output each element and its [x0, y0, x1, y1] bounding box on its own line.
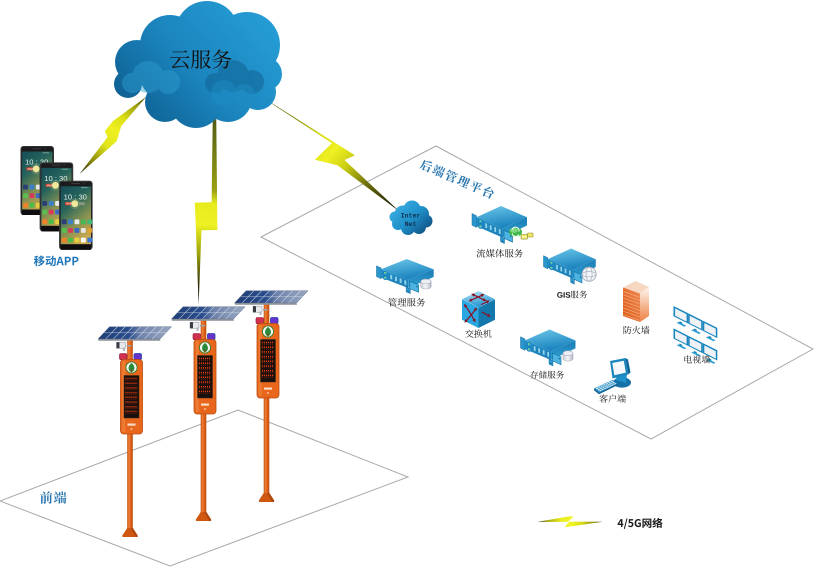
svg-text:MAR: MAR	[66, 202, 72, 206]
svg-text:10 : 30: 10 : 30	[44, 174, 67, 183]
svg-text:MAR: MAR	[47, 183, 53, 187]
svg-text:Inter: Inter	[401, 212, 421, 219]
svg-text:Net: Net	[405, 221, 417, 228]
svg-text:10 : 30: 10 : 30	[25, 158, 48, 167]
svg-text:10 : 30: 10 : 30	[64, 192, 87, 201]
svg-text:MAR: MAR	[28, 167, 34, 171]
